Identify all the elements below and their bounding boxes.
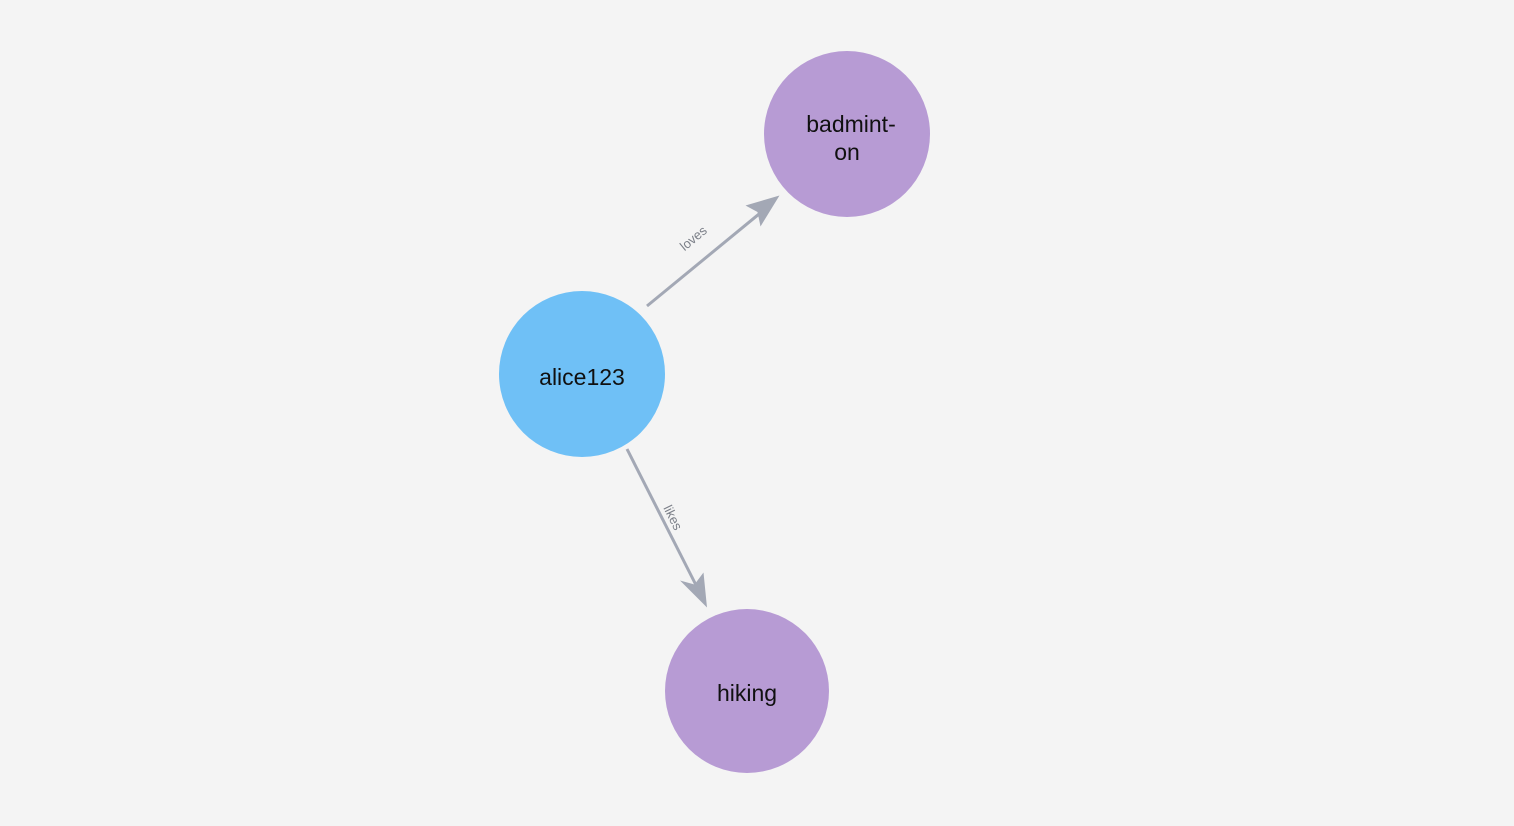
arrowhead-icon-likes — [680, 572, 707, 608]
node-circle-alice123[interactable] — [499, 291, 665, 457]
edge-line-loves — [646, 203, 771, 308]
node-layer: badmint- on alice123 hiking — [499, 51, 930, 773]
edge-alice123-loves-badminton[interactable]: loves — [646, 195, 780, 308]
edge-line-likes — [625, 448, 701, 592]
arrowhead-icon-loves — [745, 195, 780, 227]
edge-label-loves: loves — [677, 222, 710, 253]
node-hiking[interactable]: hiking — [665, 609, 829, 773]
node-circle-hiking[interactable] — [665, 609, 829, 773]
edge-alice123-likes-hiking[interactable]: likes — [625, 448, 707, 608]
edge-label-likes: likes — [660, 503, 685, 533]
node-badminton[interactable]: badmint- on — [764, 51, 930, 217]
node-alice123[interactable]: alice123 — [499, 291, 665, 457]
node-circle-badminton[interactable] — [764, 51, 930, 217]
